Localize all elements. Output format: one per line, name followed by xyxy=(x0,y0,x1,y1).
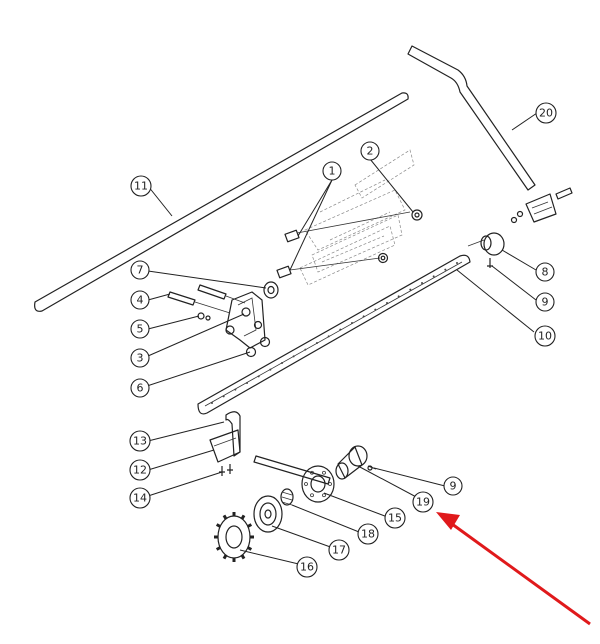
svg-text:9: 9 xyxy=(450,480,457,493)
callout-20: 20 xyxy=(535,102,557,124)
leader-lines xyxy=(146,112,538,567)
part-15-flange xyxy=(301,465,335,503)
callout-18: 18 xyxy=(357,523,379,545)
callout-9-upper: 9 xyxy=(535,292,555,312)
part-2-nut xyxy=(377,209,423,264)
part-5-washer xyxy=(197,312,211,321)
svg-text:17: 17 xyxy=(332,544,346,557)
svg-text:11: 11 xyxy=(134,180,148,193)
part-13-bracket xyxy=(225,411,241,457)
callout-11: 11 xyxy=(130,175,152,197)
svg-text:13: 13 xyxy=(133,435,147,448)
part-1-bolt xyxy=(276,211,411,279)
callout-19: 19 xyxy=(412,491,434,513)
callout-16: 16 xyxy=(296,556,318,578)
svg-text:3: 3 xyxy=(137,352,144,365)
part-7-washer xyxy=(263,281,279,299)
callout-12: 12 xyxy=(129,459,151,481)
part-10-perforated-tube xyxy=(197,254,471,415)
svg-text:9: 9 xyxy=(542,296,549,309)
callout-5: 5 xyxy=(130,319,150,339)
part-11-long-rod xyxy=(34,92,409,312)
part-8-collar xyxy=(467,232,505,256)
part-3-bracket xyxy=(225,291,266,349)
callout-8: 8 xyxy=(535,262,555,282)
svg-text:16: 16 xyxy=(300,561,314,574)
highlight-arrow xyxy=(436,512,591,626)
lower-shaft xyxy=(253,455,331,485)
part-19-hub xyxy=(335,445,377,480)
svg-text:1: 1 xyxy=(329,165,336,178)
callout-10: 10 xyxy=(534,325,556,347)
callout-9-lower: 9 xyxy=(443,476,463,496)
svg-text:19: 19 xyxy=(416,496,430,509)
hinge-bracket xyxy=(510,187,573,224)
callout-15: 15 xyxy=(384,507,406,529)
svg-text:10: 10 xyxy=(538,330,552,343)
callout-1: 1 xyxy=(322,161,342,181)
svg-text:6: 6 xyxy=(137,382,144,395)
callout-4: 4 xyxy=(130,290,150,310)
svg-text:20: 20 xyxy=(539,107,553,120)
svg-text:12: 12 xyxy=(133,464,147,477)
svg-text:8: 8 xyxy=(542,266,549,279)
part-14-screws xyxy=(219,464,233,476)
callout-13: 13 xyxy=(129,430,151,452)
svg-text:15: 15 xyxy=(388,512,402,525)
callout-14: 14 xyxy=(129,487,151,509)
part-18-spring xyxy=(280,488,294,506)
callout-6: 6 xyxy=(130,378,150,398)
part-12-bracket-plate xyxy=(209,429,241,463)
part-20-bent-handle xyxy=(407,45,536,191)
part-16-toothed-wheel xyxy=(214,512,254,562)
part-6-nut xyxy=(245,336,271,358)
ghost-assembly xyxy=(299,149,415,286)
svg-text:4: 4 xyxy=(137,294,144,307)
callout-17: 17 xyxy=(328,539,350,561)
part-17-disc xyxy=(253,495,283,533)
part-9-set-screw-lower xyxy=(367,465,373,471)
svg-text:2: 2 xyxy=(367,145,374,158)
svg-text:18: 18 xyxy=(361,528,375,541)
svg-text:5: 5 xyxy=(137,323,144,336)
callout-2: 2 xyxy=(360,141,380,161)
svg-text:14: 14 xyxy=(133,492,147,505)
callout-3: 3 xyxy=(130,348,150,368)
part-4-bolts xyxy=(167,284,246,314)
svg-text:7: 7 xyxy=(137,264,144,277)
callout-7: 7 xyxy=(130,260,150,280)
